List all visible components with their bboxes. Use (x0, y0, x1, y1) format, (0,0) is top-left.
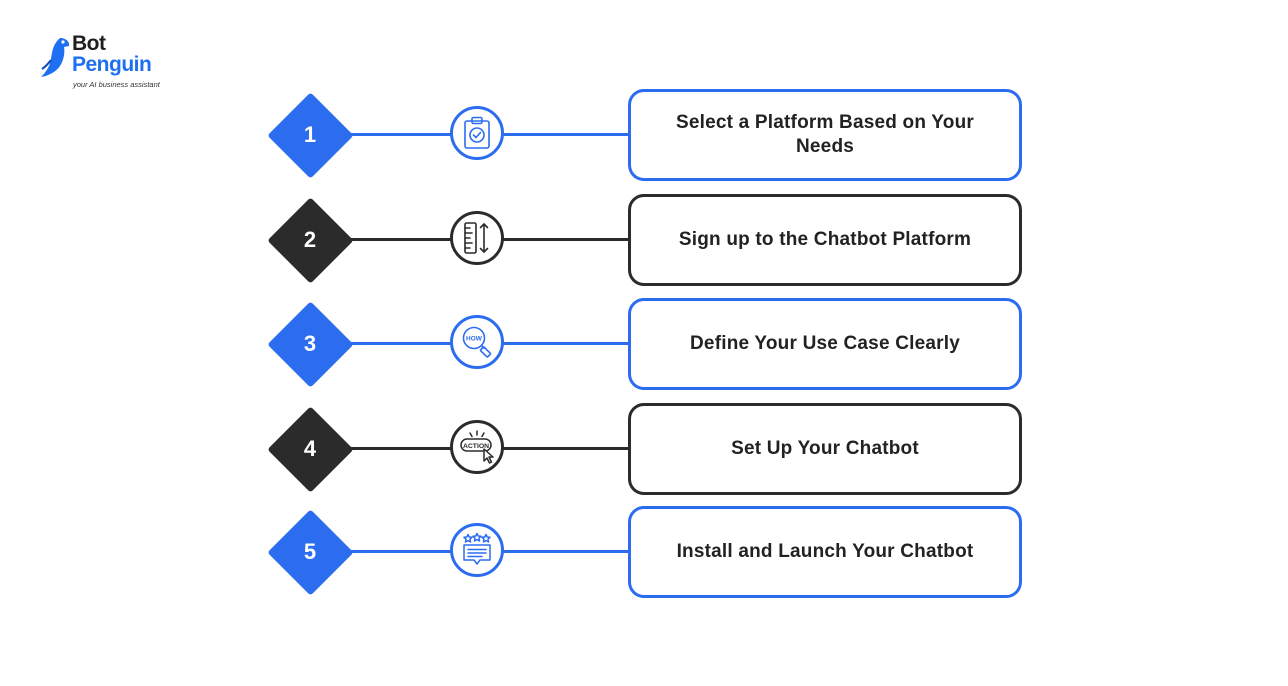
brand-name-penguin: Penguin (72, 53, 152, 76)
action-click-icon: ACTION (460, 430, 494, 464)
step-label: Install and Launch Your Chatbot (676, 541, 974, 562)
step-number: 4 (303, 436, 317, 461)
step-1: 1 Select a Platform Based on Your Needs (0, 89, 1288, 181)
step-4: 4 ACTION Set Up Your Chatbot (0, 403, 1288, 495)
review-stars-icon (463, 532, 491, 565)
step-5: 5 Install and Launch Your Chatbot (0, 506, 1288, 598)
penguin-logo-icon (41, 38, 70, 77)
step-card: Define Your Use Case Clearly (628, 298, 1022, 390)
brand-tagline: your AI business assistant (73, 80, 160, 89)
step-number: 5 (303, 539, 317, 564)
clipboard-check-icon (464, 116, 490, 149)
icon-circle: HOW (450, 315, 504, 369)
step-number-diamond: 4 (267, 406, 354, 493)
step-label: Set Up Your Chatbot (731, 438, 919, 459)
step-card: Set Up Your Chatbot (628, 403, 1022, 495)
step-number-diamond: 2 (267, 197, 354, 284)
step-number-diamond: 3 (267, 301, 354, 388)
icon-circle (450, 211, 504, 265)
brand-name-bot: Bot (72, 32, 106, 55)
ruler-measure-icon (464, 222, 489, 254)
step-number: 2 (303, 227, 317, 252)
magnifier-how-icon: HOW (462, 326, 492, 358)
step-label: Select a Platform Based on Your Needs (676, 112, 974, 157)
step-number-diamond: 1 (267, 92, 354, 179)
step-3: 3 HOW Define Your Use Case Clearly (0, 298, 1288, 390)
step-card: Select a Platform Based on Your Needs (628, 89, 1022, 181)
step-number: 3 (303, 331, 317, 356)
icon-circle (450, 523, 504, 577)
action-icon-text: ACTION (463, 443, 489, 450)
step-number: 1 (303, 122, 317, 147)
step-number-diamond: 5 (267, 509, 354, 596)
step-card: Install and Launch Your Chatbot (628, 506, 1022, 598)
step-label: Sign up to the Chatbot Platform (678, 229, 972, 250)
brand-logo: Bot Penguin your AI business assistant (38, 32, 178, 92)
step-label: Define Your Use Case Clearly (690, 333, 960, 354)
icon-circle: ACTION (450, 420, 504, 474)
how-icon-text: HOW (466, 336, 483, 343)
step-card: Sign up to the Chatbot Platform (628, 194, 1022, 286)
icon-circle (450, 106, 504, 160)
step-2: 2 Sign up to the Chatbot Platform (0, 194, 1288, 286)
